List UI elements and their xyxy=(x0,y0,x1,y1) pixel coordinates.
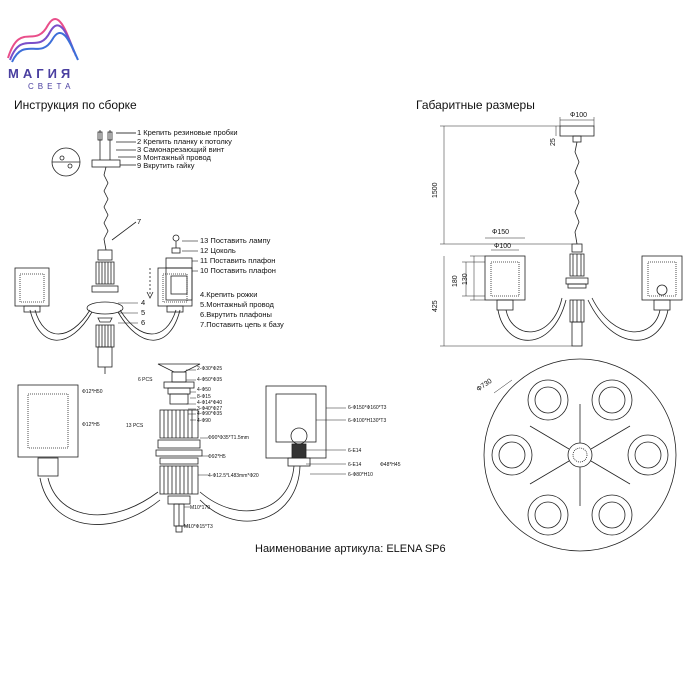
dim-chain-length: 1500 xyxy=(432,182,439,198)
assembly-heading: Инструкция по сборке xyxy=(14,98,137,112)
exploded-leaders xyxy=(184,369,346,527)
assembly-lamp-detail xyxy=(97,234,193,323)
part-label: 8-Ф15 xyxy=(197,394,211,400)
step-9: 9 Вкрутить гайку xyxy=(137,161,195,170)
dims-side-view xyxy=(484,125,683,347)
part-label: Ф48*Н45 xyxy=(380,462,401,468)
dim-canopy-height: 25 xyxy=(550,138,557,146)
step-5-text: 5.Монтажный провод xyxy=(200,300,274,309)
step-1: 1 Крепить резиновые пробки xyxy=(137,128,238,137)
part-label: 3-Ф40*Ф27 xyxy=(197,406,223,412)
step-6-marker: 6 xyxy=(141,318,146,327)
dim-shade-height: 180 xyxy=(452,275,459,287)
part-label: 4-Ф90*Ф35 xyxy=(197,411,223,417)
step-11: 11 Поставить плафон xyxy=(200,256,276,265)
dims-top-view xyxy=(483,358,677,552)
step-7-marker: 7 xyxy=(137,217,142,226)
part-label: Ф12*Н50 xyxy=(82,389,103,395)
exploded-view xyxy=(155,363,203,533)
brand-word: МАГИЯ xyxy=(8,66,75,81)
part-label: M10*Ф15*Т3 xyxy=(184,524,213,530)
step-7-text: 7.Поставить цепь к базу xyxy=(200,320,284,329)
part-label: 4-Ф12.5*L483mm*Ф20 xyxy=(208,473,259,479)
exploded-left-arm xyxy=(17,384,161,525)
step-2: 2 Крепить планку к потолку xyxy=(137,137,232,146)
part-label: Ф12*Н5 xyxy=(82,422,100,428)
assembly-chain xyxy=(103,166,137,251)
part-label: Ф92*Н5 xyxy=(208,454,226,460)
assembly-arms xyxy=(14,267,193,341)
dim-shade-outer: Ф150 xyxy=(492,229,510,236)
step-13: 13 Поставить лампу xyxy=(200,236,271,245)
brand-sub: СВЕТА xyxy=(28,82,75,91)
step-8: 8 Монтажный провод xyxy=(137,153,211,162)
part-label: 6-Ф150*Ф160*Т3 xyxy=(348,405,387,411)
brand-logo xyxy=(7,18,79,63)
dim-canopy-diameter: Ф100 xyxy=(570,112,588,119)
part-label: 6 PCS xyxy=(138,377,153,383)
dimensions-heading: Габаритные размеры xyxy=(416,98,535,112)
dims-lines xyxy=(440,117,595,347)
part-label: 4-Ф50 xyxy=(197,387,211,393)
part-label: 6-Ф100*Н130*Т3 xyxy=(348,418,387,424)
part-label: 6-Е14 xyxy=(348,448,362,454)
part-label: 4-Ф90 xyxy=(197,418,211,424)
part-label: 4-Ф50*Ф35 xyxy=(197,377,223,383)
step-5-marker: 5 xyxy=(141,308,146,317)
part-label: 6-Е14 xyxy=(348,462,362,468)
assembly-canopy-detail xyxy=(51,130,136,177)
part-label: M10*170 xyxy=(190,505,211,511)
part-label: 13 PCS xyxy=(126,423,144,429)
step-4-marker: 4 xyxy=(141,298,146,307)
dim-shade-inner: Ф100 xyxy=(494,243,512,250)
step-leaders xyxy=(116,132,198,324)
dim-body-height: 425 xyxy=(432,300,439,312)
step-3: 3 Самонарезающий винт xyxy=(137,145,225,154)
article-caption: Наименование артикула: ELENA SP6 xyxy=(255,543,446,555)
exploded-right-arm xyxy=(199,385,327,522)
step-10: 10 Поставить плафон xyxy=(200,266,276,275)
step-6-text: 6.Вкрутить плафоны xyxy=(200,310,272,319)
step-4-text: 4.Крепить рожки xyxy=(200,290,258,299)
assembly-body xyxy=(86,249,124,374)
part-label: 2-Ф30*Ф25 xyxy=(197,366,223,372)
step-12: 12 Цоколь xyxy=(200,246,236,255)
part-label: 4-Ф14*Ф40 xyxy=(197,400,223,406)
part-label: 6-Ф80*Н10 xyxy=(348,472,373,478)
part-label: Ф90*Ф35*T1.5mm xyxy=(208,435,249,441)
dim-glass-height: 130 xyxy=(462,273,469,285)
